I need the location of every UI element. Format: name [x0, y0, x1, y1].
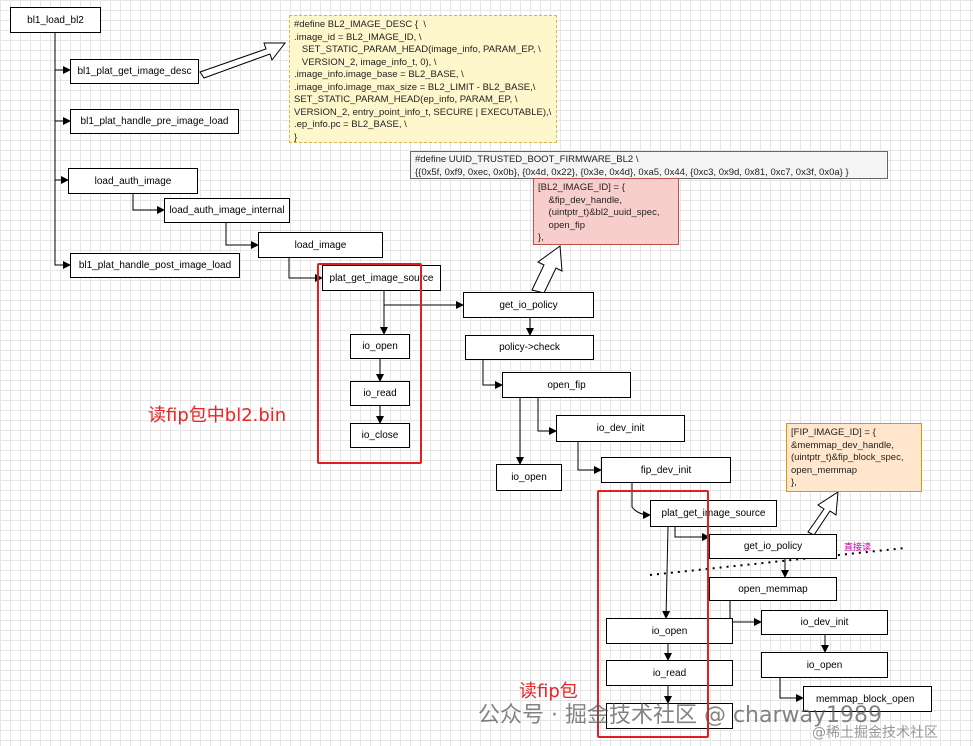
node-io-open-3: io_open: [761, 652, 888, 678]
edge-open-memmap-to-io-dev-init2: [729, 600, 762, 626]
edge-load-auth-to-internal: [132, 193, 165, 214]
note-bl2-image-id: [BL2_IMAGE_ID] = { &fip_dev_handle, (uin…: [533, 178, 679, 245]
node-load-image: load_image: [258, 232, 383, 258]
node-open-fip: open_fip: [502, 372, 631, 398]
edge-source2-to-get-io-policy2: [674, 527, 710, 541]
node-open-memmap: open_memmap: [709, 577, 837, 601]
edge-io-open3-to-memmap-block: [779, 677, 804, 702]
watermark-main: 公众号 · 掘金技术社区 @ charway1989: [478, 703, 883, 728]
annotation-read-bl2: 读fip包中bl2.bin: [148, 405, 287, 426]
node-io-dev-init-1: io_dev_init: [556, 415, 685, 442]
node-bl1-load-bl2: bl1_load_bl2: [10, 7, 101, 33]
block-arrow-to-image-desc: [199, 42, 287, 79]
edge-internal-to-load-image: [225, 222, 259, 249]
node-io-open-4: io_open: [606, 618, 733, 644]
node-io-read-1: io_read: [350, 381, 410, 406]
highlight-read-bl2: [317, 263, 422, 464]
block-arrow-to-fip-id: [807, 491, 839, 536]
edge-check-to-open-fip: [482, 360, 503, 389]
node-io-open-2: io_open: [496, 464, 562, 491]
node-io-read-2: io_read: [606, 660, 733, 686]
edge-bl1-to-post-image-load: [54, 170, 71, 269]
node-fip-dev-init: fip_dev_init: [601, 457, 731, 483]
node-bl1-plat-handle-post-image-load: bl1_plat_handle_post_image_load: [70, 253, 240, 278]
watermark-corner: @稀土掘金技术社区: [812, 725, 938, 741]
edge-bl1-to-pre-image-load: [54, 60, 71, 125]
edge-open-fip-to-io-dev-init: [537, 398, 557, 435]
node-io-open-1: io_open: [350, 334, 410, 359]
node-io-close-1: io_close: [350, 423, 410, 448]
dotted-split-line: [649, 547, 906, 576]
edge-bl1-to-get-image-desc: [54, 32, 71, 74]
node-io-dev-init-2: io_dev_init: [761, 610, 888, 635]
edge-io-dev-init-to-fip-dev-init: [577, 442, 602, 474]
annotation-direct-read: 直接读: [844, 543, 872, 553]
node-policy-check: policy->check: [465, 335, 594, 360]
node-load-auth-image: load_auth_image: [68, 168, 198, 194]
highlight-read-fip: [597, 490, 709, 738]
block-arrow-to-bl2-id: [531, 245, 563, 294]
note-bl2-image-desc: #define BL2_IMAGE_DESC { \ .image_id = B…: [289, 15, 557, 143]
node-load-auth-image-internal: load_auth_image_internal: [164, 198, 290, 223]
note-uuid-trusted-boot-fw: #define UUID_TRUSTED_BOOT_FIRMWARE_BL2 \…: [410, 151, 888, 179]
edge-load-image-to-source: [288, 257, 323, 282]
node-bl1-plat-handle-pre-image-load: bl1_plat_handle_pre_image_load: [70, 109, 239, 134]
edge-source1-to-get-io-policy: [383, 300, 464, 309]
note-fip-image-id: [FIP_IMAGE_ID] = { &memmap_dev_handle, (…: [786, 423, 922, 492]
node-bl1-plat-get-image-desc: bl1_plat_get_image_desc: [70, 59, 199, 84]
edge-fip-dev-init-to-source2: [631, 483, 651, 519]
node-io-bottom: [606, 703, 733, 729]
node-get-io-policy-1: get_io_policy: [463, 292, 594, 318]
node-memmap-block-open: memmap_block_open: [803, 686, 932, 712]
edge-source2-to-io-open4: [662, 526, 671, 619]
node-plat-get-image-source-2: plat_get_image_source: [650, 500, 777, 527]
annotation-read-fip: 读fip包: [519, 681, 578, 702]
node-get-io-policy-2: get_io_policy: [709, 534, 837, 559]
